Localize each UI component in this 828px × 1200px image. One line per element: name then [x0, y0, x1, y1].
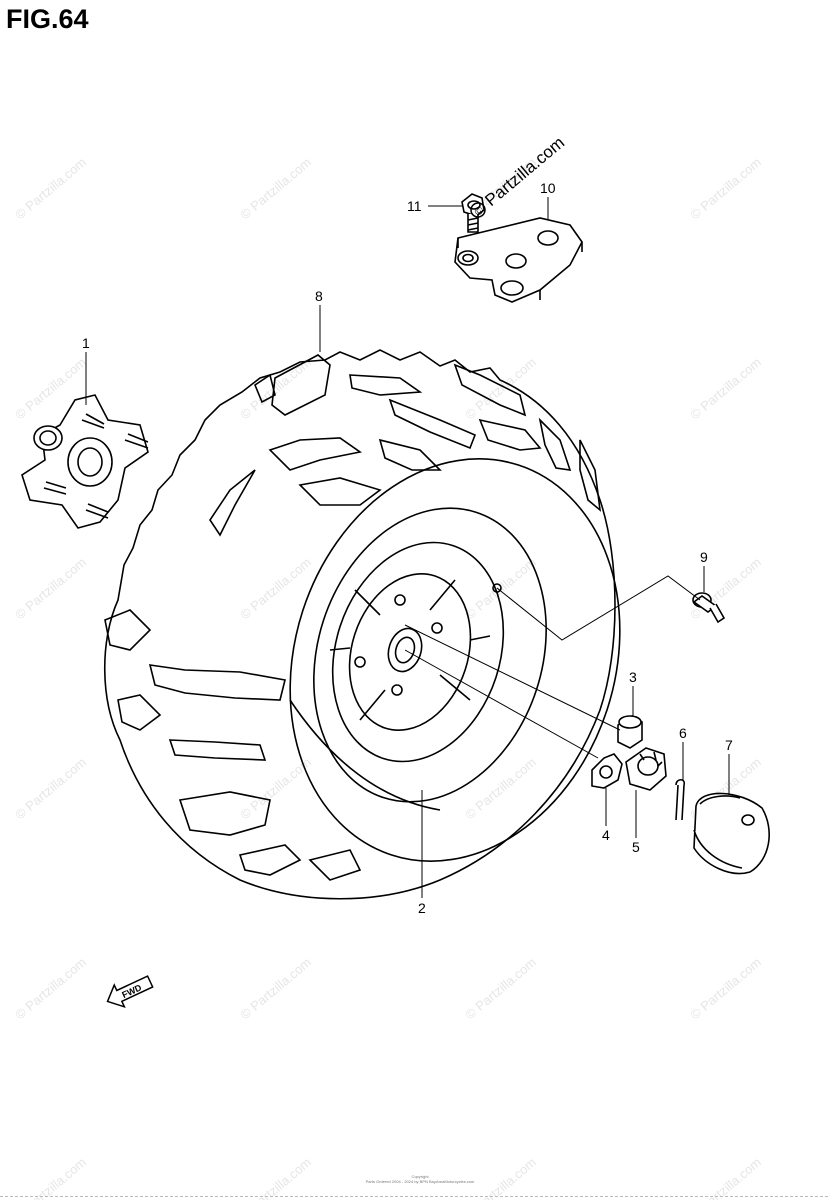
callout-4: 4: [602, 827, 610, 843]
watermark-text: © Partzilla.com: [462, 954, 539, 1022]
lug-hole: [431, 622, 443, 634]
tread-block: [349, 374, 423, 396]
watermark-text: © Partzilla.com: [687, 1154, 764, 1200]
tread-block: [298, 477, 382, 506]
watermark-text: © Partzilla.com: [462, 754, 539, 822]
tread-block: [538, 417, 572, 471]
valve-drawing: [692, 592, 726, 624]
tread-block: [148, 664, 286, 701]
watermark-text: © Partzilla.com: [12, 554, 89, 622]
watermark-text: © Partzilla.com: [687, 954, 764, 1022]
tread-block: [268, 437, 362, 471]
hub-cap-drawing: [693, 792, 770, 875]
tread-block: [104, 609, 152, 651]
partzilla-header-watermark: © Partzilla.com: [470, 133, 568, 219]
cotter-pin-drawing: [675, 778, 686, 821]
figure-title: FIG.64: [6, 4, 89, 34]
callout-9: 9: [700, 549, 708, 565]
watermark-text: © Partzilla.com: [237, 954, 314, 1022]
callout-11: 11: [407, 198, 422, 214]
callout-3: 3: [629, 669, 637, 685]
tire-sidewall: [289, 458, 621, 862]
hub-bore: [387, 627, 423, 673]
leader-lines: [85, 197, 730, 898]
valve-hole: [492, 583, 502, 593]
watermark-grid: © Partzilla.com © Partzilla.com © Partzill…: [12, 154, 764, 1200]
callout-5: 5: [632, 839, 640, 855]
lug-hole: [354, 656, 366, 668]
header-watermark-text: Partzilla.com: [481, 133, 568, 210]
tire-outline: [103, 349, 616, 900]
watermark-text: © Partzilla.com: [237, 354, 314, 422]
callout-1: 1: [82, 335, 90, 351]
castle-nut-drawing: [625, 747, 667, 791]
callout-7: 7: [725, 737, 733, 753]
watermark-text: © Partzilla.com: [12, 754, 89, 822]
footer-rule: [0, 1196, 828, 1197]
watermark-text: © Partzilla.com: [12, 954, 89, 1022]
bolt-drawing: [461, 193, 485, 233]
wheel-hub-drawing: [21, 394, 149, 529]
tire-drawing: [103, 349, 621, 900]
washer-drawing: [591, 753, 623, 789]
watermark-text: © Partzilla.com: [12, 1154, 89, 1200]
footer: Copyright Parts Ordered 2004 - 2024 by B…: [300, 1174, 540, 1184]
tread-block: [178, 791, 271, 836]
callout-6: 6: [679, 725, 687, 741]
centre-line-washer: [404, 649, 599, 759]
callout-8: 8: [315, 288, 323, 304]
footer-line-2: Parts Ordered 2004 - 2024 by BPN BayArea…: [365, 1179, 475, 1184]
watermark-text: © Partzilla.com: [687, 154, 764, 222]
tread-block: [117, 694, 162, 731]
callout-10: 10: [540, 180, 556, 196]
watermark-text: © Partzilla.com: [12, 154, 89, 222]
watermark-text: © Partzilla.com: [687, 554, 764, 622]
bracket-drawing: [454, 217, 583, 303]
tread-block: [453, 363, 527, 417]
lug-hole: [391, 684, 403, 696]
tread-block: [378, 438, 442, 471]
tread-block: [168, 739, 267, 761]
callout-2: 2: [418, 900, 426, 916]
rim-outer: [313, 507, 547, 803]
rim-face: [348, 573, 472, 731]
tread-block: [271, 354, 331, 416]
watermark-text: © Partzilla.com: [687, 354, 764, 422]
callouts: 1 2 3 4 5 6 7 8 9 10 11: [82, 180, 733, 916]
valve-line: [496, 575, 701, 641]
tread-block: [478, 418, 542, 451]
watermark-text: © Partzilla.com: [462, 354, 539, 422]
rim-inner: [331, 541, 505, 763]
tread-block: [209, 469, 256, 537]
footer-line-1: Copyright: [411, 1174, 429, 1179]
tread-block: [388, 398, 477, 450]
lug-hole: [394, 594, 406, 606]
tread-block: [579, 439, 602, 512]
tread-block: [254, 373, 276, 404]
centre-line-nut: [404, 624, 621, 731]
watermark-text: © Partzilla.com: [237, 154, 314, 222]
fwd-arrow: FWD: [106, 975, 154, 1009]
tread-block: [238, 844, 302, 876]
nut-cap-drawing: [617, 715, 643, 749]
tread-block: [308, 849, 362, 881]
